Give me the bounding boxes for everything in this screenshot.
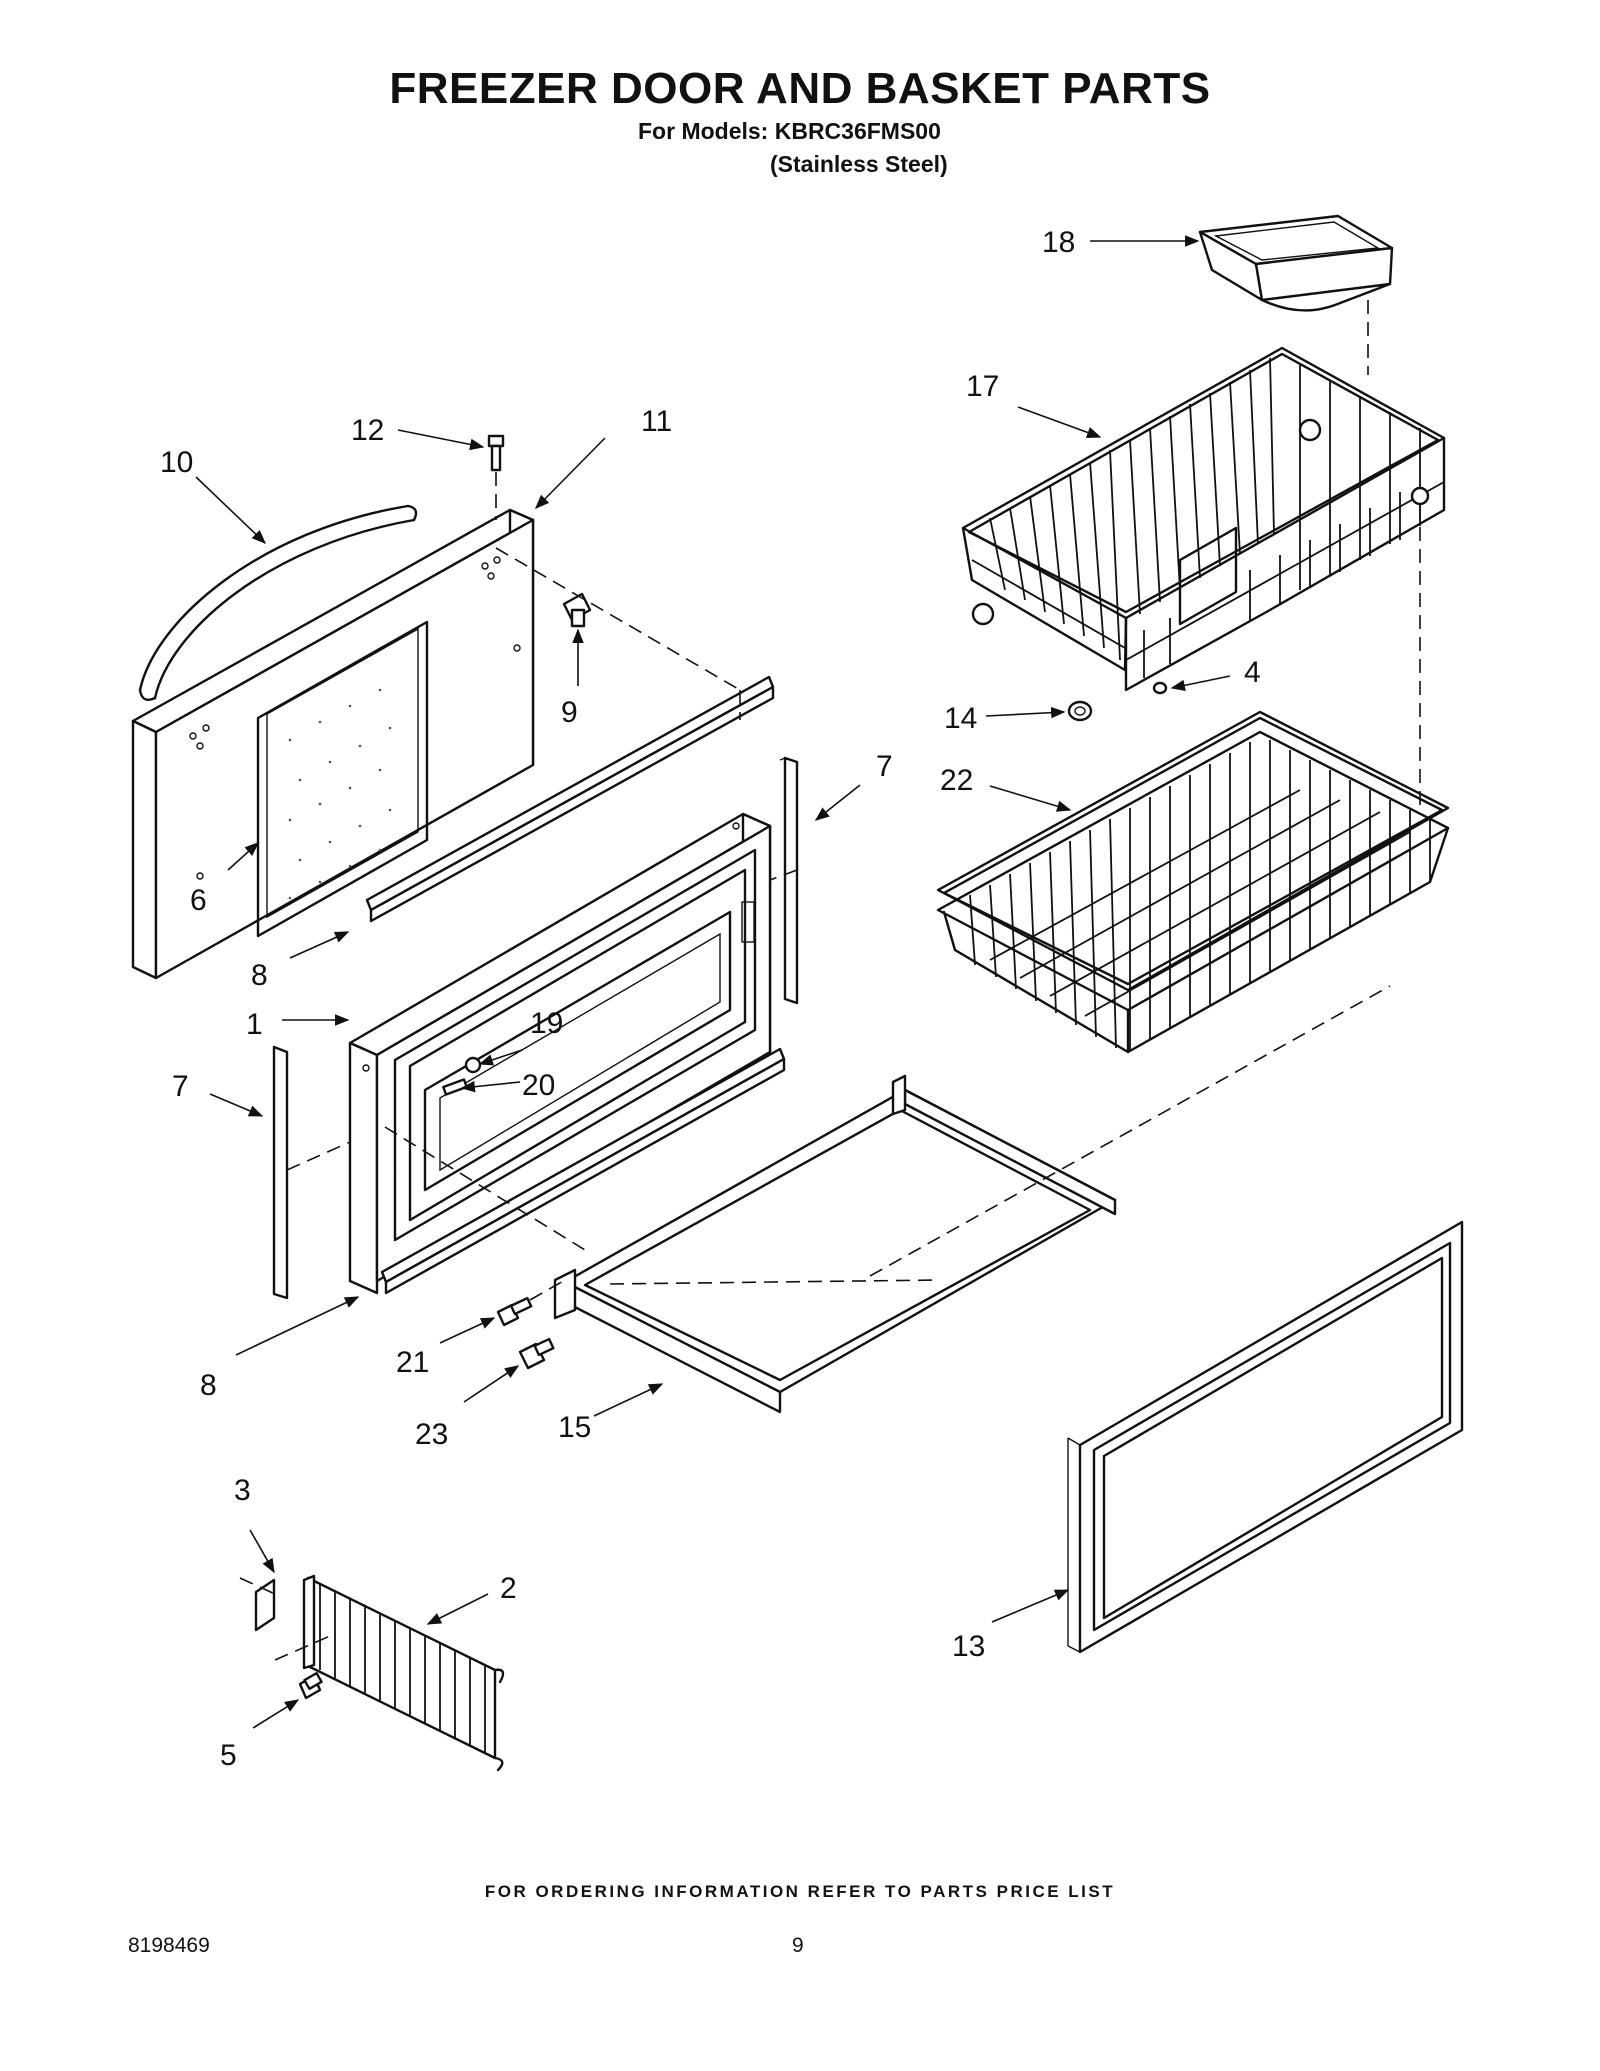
- callout-23: 23: [415, 1418, 448, 1451]
- callout-labels: 12 11 10 9 6 8 1 7 7 19 20 8 21 23 15 18…: [160, 226, 1261, 1772]
- callout-2: 2: [500, 1572, 517, 1605]
- door-handle: [138, 504, 418, 701]
- callout-1: 1: [246, 1008, 263, 1041]
- callout-11: 10: [160, 446, 193, 479]
- callout-18: 18: [1042, 226, 1075, 259]
- washer-4: [1152, 681, 1168, 695]
- screw-14: [487, 434, 505, 520]
- callout-9: 13: [952, 1630, 985, 1663]
- upper-basket: [961, 346, 1446, 810]
- callout-12: 14: [944, 702, 977, 735]
- page-title: FREEZER DOOR AND BASKET PARTS: [389, 64, 1211, 113]
- callout-19: 19: [530, 1007, 563, 1040]
- document-number: 8198469: [128, 1934, 210, 1957]
- inner-door-liner: [348, 812, 772, 1295]
- finish-line: (Stainless Steel): [770, 151, 948, 177]
- door-gasket: [1067, 1220, 1464, 1654]
- models-line: For Models: KBRC36FMS00: [638, 118, 941, 144]
- grille-assembly: [239, 1574, 505, 1772]
- callout-8-upper: 8: [251, 959, 268, 992]
- callout-10: 9: [561, 696, 578, 729]
- callout-14: 12: [351, 414, 384, 447]
- side-trim-right: [769, 756, 799, 1005]
- callout-17: 17: [966, 370, 999, 403]
- lower-basket: [936, 710, 1450, 1054]
- page-number: 9: [792, 1934, 804, 1957]
- callout-13: 11: [641, 405, 672, 438]
- screw-10: [562, 592, 592, 628]
- bushing-12: [1067, 700, 1093, 722]
- callout-21: 21: [396, 1346, 429, 1379]
- outer-door-panel: [131, 508, 535, 980]
- upper-bracket: [365, 675, 775, 923]
- callout-5: 5: [220, 1739, 237, 1772]
- callout-20: 20: [522, 1069, 555, 1102]
- side-trim-left: [272, 1045, 351, 1300]
- callout-4: 4: [1244, 656, 1261, 689]
- screw-23: [518, 1337, 555, 1370]
- drawer-slide-frame: [553, 985, 1391, 1414]
- callout-7-right: 7: [876, 750, 893, 783]
- callout-3: 3: [234, 1474, 251, 1507]
- ice-tray: [1198, 214, 1394, 375]
- callout-6: 6: [190, 884, 207, 917]
- callout-7-left: 7: [172, 1070, 189, 1103]
- callout-22: 22: [940, 764, 973, 797]
- ordering-note: FOR ORDERING INFORMATION REFER TO PARTS …: [484, 1882, 1116, 1901]
- screw-21: [496, 1279, 566, 1327]
- lower-bracket: [380, 1047, 786, 1295]
- callout-15: 15: [558, 1411, 591, 1444]
- callout-8-lower: 8: [200, 1369, 217, 1402]
- leader-lines: [195, 235, 1231, 1729]
